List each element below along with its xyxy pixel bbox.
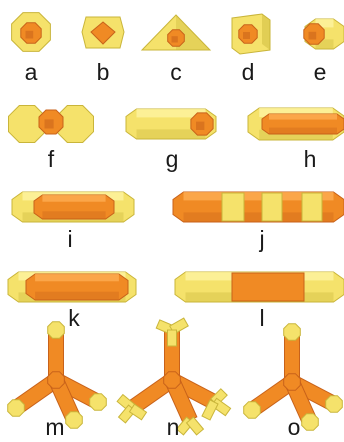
core-shape-shade [42,211,105,219]
tetrapod-center [164,372,181,389]
label-a: a [25,61,38,84]
particle-j [173,192,344,222]
particle-k [8,272,136,302]
core-facet [243,32,250,39]
particle-a [12,13,51,52]
particle-i [12,192,134,222]
core-facet [26,31,34,39]
core-shape-shade [35,292,119,300]
core-shape-highlight [35,274,119,281]
shell-band [262,193,282,221]
core-shape-highlight [269,114,337,120]
core-segment [232,273,304,301]
arm-tip [302,414,319,431]
tetrapod-center [284,374,301,391]
particle-d [232,14,270,54]
particle-m [8,322,107,429]
particle-b [82,17,124,48]
core-facet [309,32,317,40]
label-b: b [97,61,110,84]
particle-g [126,109,216,139]
label-m: m [45,416,64,439]
label-c: c [170,61,182,84]
core-facet [196,122,204,130]
label-d: d [242,61,255,84]
particle-c [142,15,210,50]
core-facet [45,119,54,128]
label-e: e [314,61,327,84]
label-h: h [304,148,317,171]
arm-tip [326,396,343,413]
arm-tip [90,394,107,411]
core-shape-highlight [42,195,105,202]
core-facet [172,36,178,42]
shell-facet [262,14,270,50]
label-i: i [67,228,72,251]
label-j: j [259,228,264,251]
arm-tip [66,412,83,429]
particle-l [175,272,344,302]
label-f: f [48,148,54,171]
particle-f [9,106,94,143]
branch-arm [168,330,177,346]
label-g: g [166,148,179,171]
label-l: l [259,307,264,330]
arm-tip [8,400,25,417]
arm-tip [244,402,261,419]
label-n: n [167,416,180,439]
core-shape-shade [269,128,337,134]
tetrapod-center [48,372,65,389]
arm-tip [284,324,301,341]
shell-band [222,193,244,221]
particle-e [304,19,344,49]
particle-h [248,108,344,140]
shell-band [302,193,322,221]
arm-tip [48,322,65,339]
label-o: o [288,416,301,439]
label-k: k [68,307,80,330]
